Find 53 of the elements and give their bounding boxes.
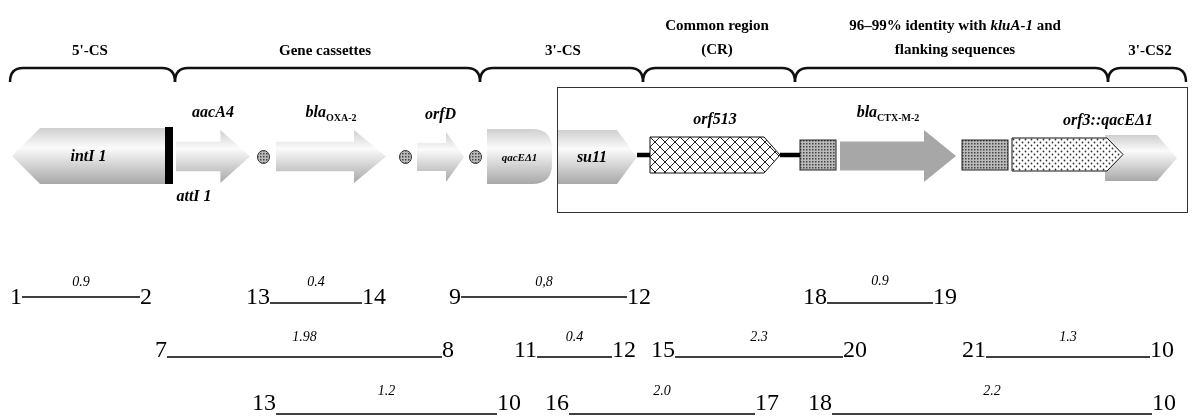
connector-line xyxy=(831,413,1153,415)
primer-number: 18 xyxy=(803,282,827,310)
primer-number: 10 xyxy=(497,388,521,416)
gene-label: qacEΔ1 xyxy=(501,149,538,165)
primer-number: 7 xyxy=(155,335,167,363)
primer-number: 1 xyxy=(10,282,22,310)
connector-line xyxy=(780,152,800,158)
gene-label: intI 1 xyxy=(70,146,107,166)
connector-line xyxy=(637,152,650,158)
primer-number: 12 xyxy=(612,335,636,363)
primer-number: 15 xyxy=(651,335,675,363)
gene-label: attI 1 xyxy=(176,186,212,206)
gene-label: su11 xyxy=(576,147,608,167)
primer-number: 13 xyxy=(246,282,270,310)
primer-number: 10 xyxy=(1150,335,1174,363)
primer-number: 12 xyxy=(627,282,651,310)
connector-line xyxy=(536,356,613,358)
region-frame xyxy=(557,87,1188,213)
primer-number: 16 xyxy=(545,388,569,416)
primer-number: 20 xyxy=(843,335,867,363)
gene-label: orf513 xyxy=(693,109,737,129)
connector-line xyxy=(166,356,443,358)
connector-line xyxy=(568,413,756,415)
gene-label: bla$_{CTX-M-2}$ xyxy=(856,102,920,122)
connector-line xyxy=(460,296,628,298)
primer-number: 2 xyxy=(140,282,152,310)
connector-line xyxy=(674,356,844,358)
gene-label: aacA4 xyxy=(192,102,234,122)
connector-line xyxy=(275,413,498,415)
region-heading: Gene cassettes xyxy=(278,41,372,60)
connector-line xyxy=(21,296,141,298)
region-heading: 3'-CS2 xyxy=(1128,41,1172,60)
primer-number: 17 xyxy=(755,388,779,416)
region-heading: 5'-CS xyxy=(72,41,108,60)
region-heading: 96–99% identity with kluA-1 and flanking sequences xyxy=(848,16,1062,59)
primer-number: 9 xyxy=(449,282,461,310)
connector-line xyxy=(985,356,1151,358)
primer-number: 8 xyxy=(442,335,454,363)
gene-label: orf3::qacEΔ1 xyxy=(1063,110,1153,130)
edge-label: 0,8 xyxy=(534,274,554,290)
gene-label: orfD xyxy=(424,104,457,124)
primer-number: 21 xyxy=(962,335,986,363)
primer-number: 11 xyxy=(514,335,538,363)
region-heading: 3'-CS xyxy=(545,41,581,60)
gene-label: bla$_{OXA-2}$ xyxy=(305,102,357,122)
primer-number: 14 xyxy=(362,282,386,310)
connector-line xyxy=(826,302,934,304)
primer-number: 18 xyxy=(808,388,832,416)
primer-number: 10 xyxy=(1152,388,1176,416)
primer-number: 13 xyxy=(252,388,276,416)
connector-line xyxy=(269,302,363,304)
region-heading: Common region (CR) xyxy=(664,16,770,59)
primer-number: 19 xyxy=(933,282,957,310)
